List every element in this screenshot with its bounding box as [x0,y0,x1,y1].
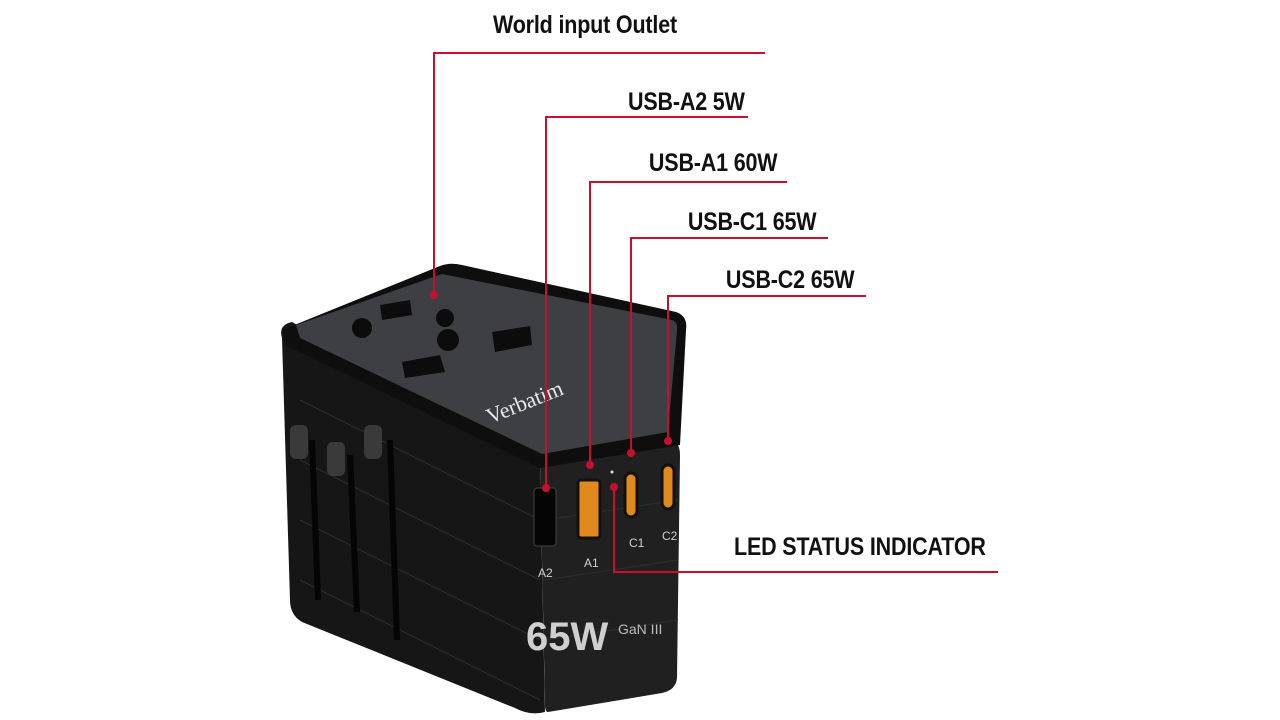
callout-usb-c2: USB-C2 65W [725,266,854,294]
adapter-top-plate [296,274,678,454]
power-rating: 65W [526,615,608,659]
leader-dots [430,291,672,492]
outlet-holes [352,300,532,378]
callout-world-input: World input Outlet [492,11,678,39]
leader-lines [433,52,998,573]
usb-a1-port [576,478,602,540]
port-label-a2: A2 [538,566,553,580]
gan-label: GaN III [618,621,662,637]
callout-led: LED STATUS INDICATOR [734,533,986,561]
callout-usb-a1: USB-A1 60W [648,149,777,177]
adapter-front-face [540,440,680,712]
usb-a2-port [533,487,557,547]
led-indicator [610,470,614,474]
facet-texture [299,399,679,701]
usb-c1-port [623,471,639,519]
plug-slots [309,439,400,641]
callout-usb-c1: USB-C1 65W [687,208,816,236]
port-label-c2: C2 [662,529,678,543]
callout-usb-a2: USB-A2 5W [628,88,745,116]
port-label-c1: C1 [629,536,645,550]
usb-c2-port [660,463,676,511]
plug-sliders [290,425,382,476]
adapter-left-face [281,322,545,714]
port-label-a1: A1 [584,556,599,570]
